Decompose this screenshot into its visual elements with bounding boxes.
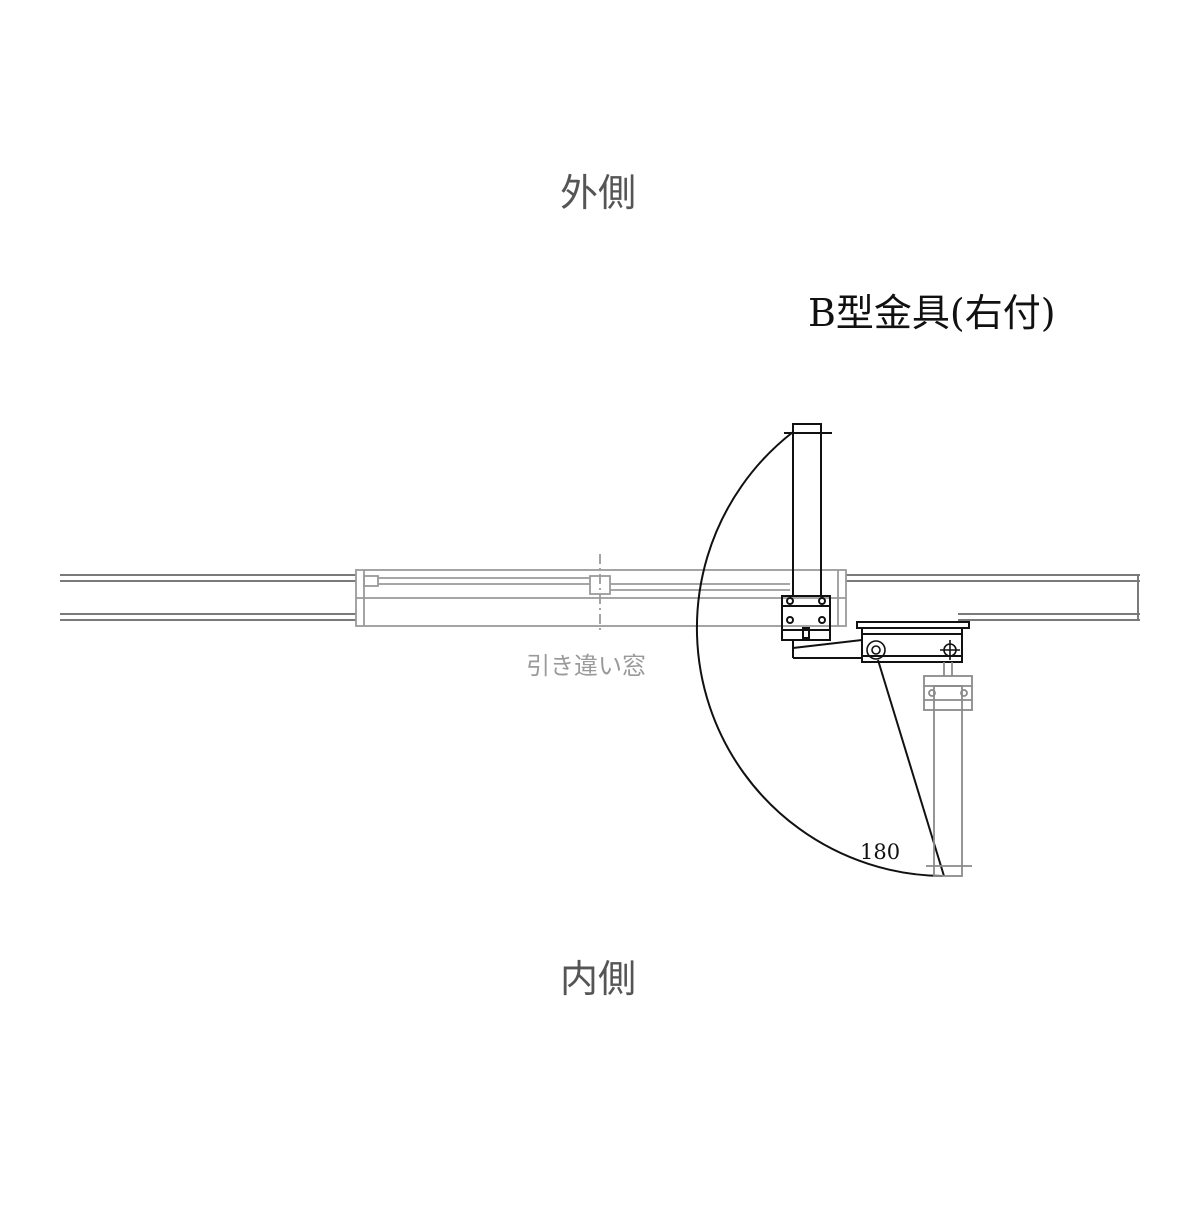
rotated-arm <box>923 662 973 877</box>
pivot-bolt <box>866 640 960 660</box>
sliding-window-frame <box>355 554 847 632</box>
window-label: 引き違い窓 <box>526 652 646 680</box>
swing-radius-line <box>877 659 945 877</box>
swing-arc <box>695 431 943 877</box>
bracket-title: B型金具(右付) <box>808 291 1056 335</box>
inside-label: 内側 <box>560 957 637 1001</box>
angle-label: 180 <box>860 840 901 864</box>
wall-rail <box>60 574 1140 621</box>
outside-label: 外側 <box>560 171 637 215</box>
